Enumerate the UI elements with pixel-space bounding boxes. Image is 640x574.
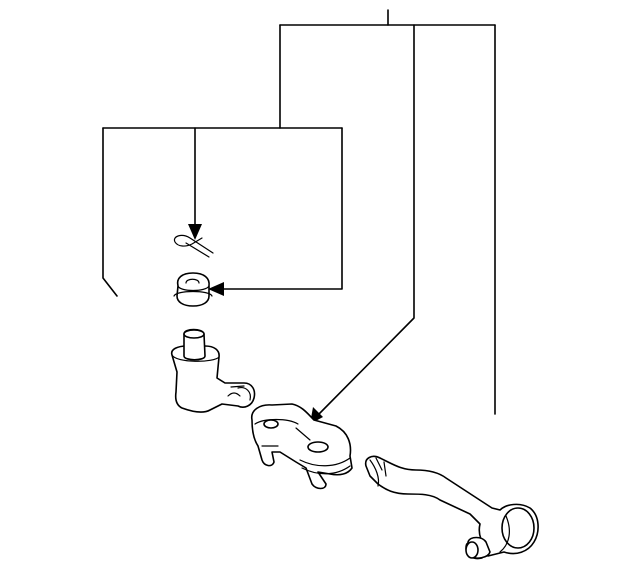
bracket-icon [250,403,353,490]
pivot-lever-icon [170,328,256,413]
leader-lines [102,9,496,416]
leader-bracket [317,24,415,416]
rubber-bushing-icon [173,272,213,307]
arrow-to-bushing [208,282,224,296]
leader-far-left [102,127,118,297]
leader-bushing [219,127,343,290]
linkage-rod-icon [364,455,539,560]
arrow-to-clip [188,224,202,240]
hair-pin-clip-icon [173,234,214,258]
